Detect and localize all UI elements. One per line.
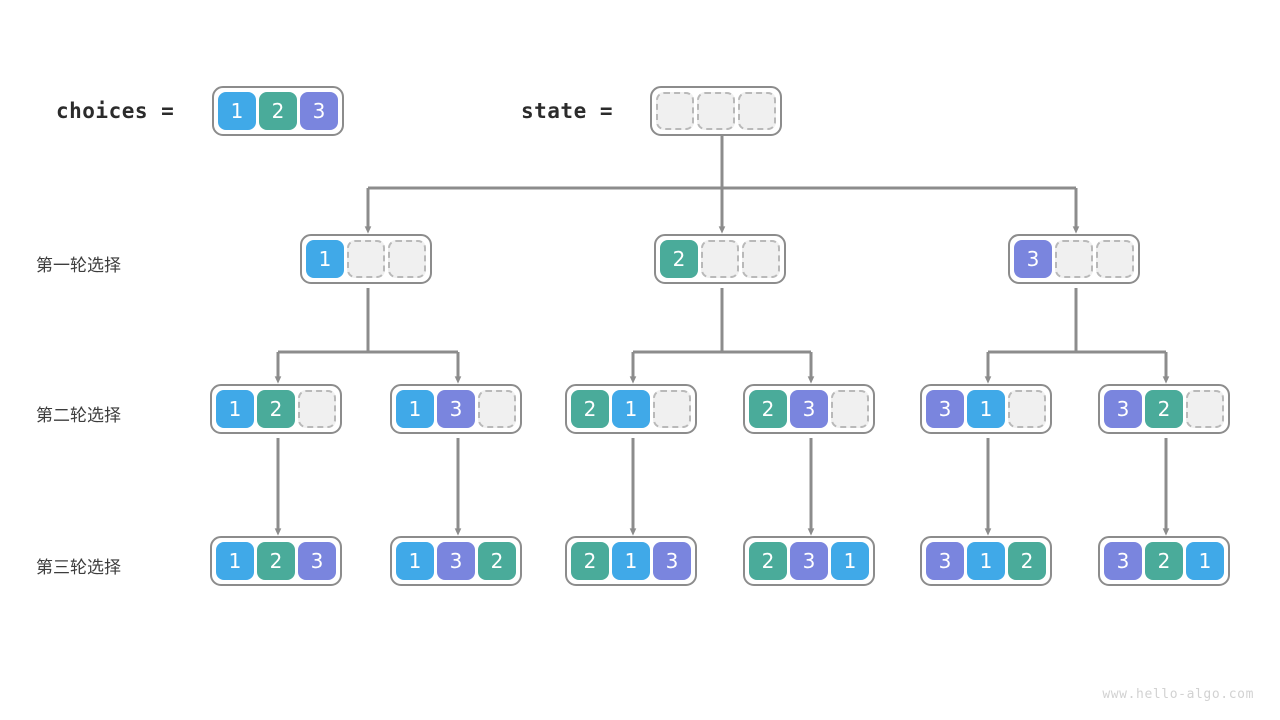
round-3-node-4-cell-2-value-2: 2 bbox=[1008, 542, 1046, 580]
round-1-node-2-cell-0-value-3: 3 bbox=[1014, 240, 1052, 278]
round-2-node-3-cell-0-value-2: 2 bbox=[749, 390, 787, 428]
round-3-node-2-cell-2-value-3: 3 bbox=[653, 542, 691, 580]
row-label-round-1: 第一轮选择 bbox=[36, 256, 121, 276]
round-2-node-2-cell-2-empty bbox=[653, 390, 691, 428]
choices-cell-1-value-2: 2 bbox=[259, 92, 297, 130]
round-1-node-0-cell-0-value-1: 1 bbox=[306, 240, 344, 278]
round-3-node-0-cell-2-value-3: 3 bbox=[298, 542, 336, 580]
round-1-node-0: 1 bbox=[300, 234, 432, 284]
round-1-node-2: 3 bbox=[1008, 234, 1140, 284]
round-3-node-1-cell-1-value-3: 3 bbox=[437, 542, 475, 580]
round-3-node-0-cell-0-value-1: 1 bbox=[216, 542, 254, 580]
row-label-round-3: 第三轮选择 bbox=[36, 558, 121, 578]
round-3-node-0-cell-1-value-2: 2 bbox=[257, 542, 295, 580]
round-1-node-1-cell-2-empty bbox=[742, 240, 780, 278]
round-2-node-4-cell-0-value-3: 3 bbox=[926, 390, 964, 428]
round-2-node-0-cell-0-value-1: 1 bbox=[216, 390, 254, 428]
round-1-node-2-cell-2-empty bbox=[1096, 240, 1134, 278]
choices-label: choices = bbox=[56, 99, 175, 123]
round-3-node-5-cell-0-value-3: 3 bbox=[1104, 542, 1142, 580]
round-2-node-4-cell-2-empty bbox=[1008, 390, 1046, 428]
round-1-node-1-cell-1-empty bbox=[701, 240, 739, 278]
state-array bbox=[650, 86, 782, 136]
round-2-node-1-cell-2-empty bbox=[478, 390, 516, 428]
round-2-node-2-cell-0-value-2: 2 bbox=[571, 390, 609, 428]
round-3-node-4-cell-1-value-1: 1 bbox=[967, 542, 1005, 580]
round-3-node-3-cell-0-value-2: 2 bbox=[749, 542, 787, 580]
watermark: www.hello-algo.com bbox=[1102, 687, 1254, 702]
round-3-node-3-cell-2-value-1: 1 bbox=[831, 542, 869, 580]
round-3-node-1-cell-0-value-1: 1 bbox=[396, 542, 434, 580]
round-2-node-2-cell-1-value-1: 1 bbox=[612, 390, 650, 428]
state-label: state = bbox=[521, 99, 614, 123]
round-2-node-3-cell-1-value-3: 3 bbox=[790, 390, 828, 428]
state-cell-0-empty bbox=[656, 92, 694, 130]
choices-cell-0-value-1: 1 bbox=[218, 92, 256, 130]
row-label-round-2: 第二轮选择 bbox=[36, 406, 121, 426]
state-cell-1-empty bbox=[697, 92, 735, 130]
round-3-node-3-cell-1-value-3: 3 bbox=[790, 542, 828, 580]
round-3-node-1-cell-2-value-2: 2 bbox=[478, 542, 516, 580]
round-2-node-5-cell-0-value-3: 3 bbox=[1104, 390, 1142, 428]
round-2-node-1-cell-0-value-1: 1 bbox=[396, 390, 434, 428]
round-2-node-1-cell-1-value-3: 3 bbox=[437, 390, 475, 428]
round-2-node-5-cell-1-value-2: 2 bbox=[1145, 390, 1183, 428]
round-1-node-1: 2 bbox=[654, 234, 786, 284]
round-2-node-0-cell-1-value-2: 2 bbox=[257, 390, 295, 428]
round-3-node-2-cell-0-value-2: 2 bbox=[571, 542, 609, 580]
round-1-node-0-cell-1-empty bbox=[347, 240, 385, 278]
round-2-node-0-cell-2-empty bbox=[298, 390, 336, 428]
round-2-node-4-cell-1-value-1: 1 bbox=[967, 390, 1005, 428]
round-1-node-2-cell-1-empty bbox=[1055, 240, 1093, 278]
round-3-node-5-cell-1-value-2: 2 bbox=[1145, 542, 1183, 580]
round-2-node-3-cell-2-empty bbox=[831, 390, 869, 428]
choices-cell-2-value-3: 3 bbox=[300, 92, 338, 130]
round-3-node-2-cell-1-value-1: 1 bbox=[612, 542, 650, 580]
state-cell-2-empty bbox=[738, 92, 776, 130]
round-2-node-5-cell-2-empty bbox=[1186, 390, 1224, 428]
round-3-node-4-cell-0-value-3: 3 bbox=[926, 542, 964, 580]
round-3-node-5-cell-2-value-1: 1 bbox=[1186, 542, 1224, 580]
round-1-node-0-cell-2-empty bbox=[388, 240, 426, 278]
round-1-node-1-cell-0-value-2: 2 bbox=[660, 240, 698, 278]
